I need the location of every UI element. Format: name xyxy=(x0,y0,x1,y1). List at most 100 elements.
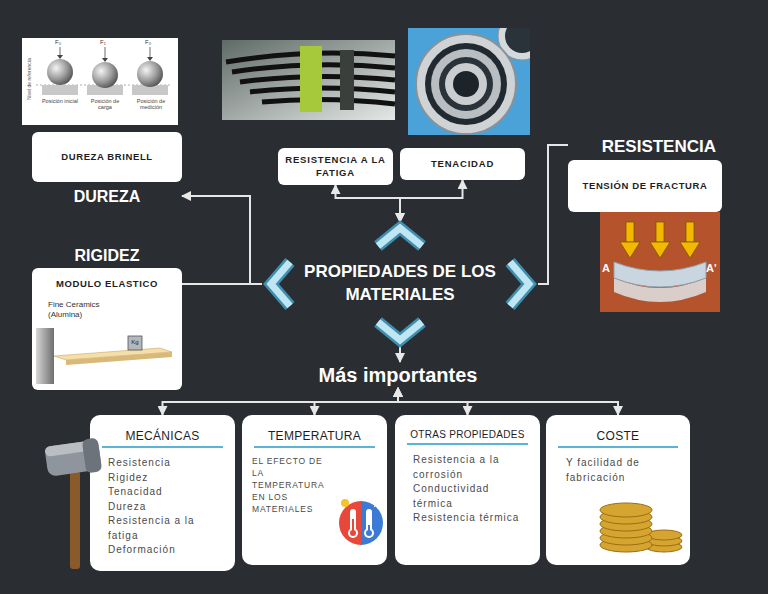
bending-fracture-figure-part xyxy=(620,222,700,258)
box-note: Fine Ceramics (Alumina) xyxy=(48,300,110,320)
chevron-frame-part-part xyxy=(510,262,529,306)
hardness-test-figure-part xyxy=(60,47,150,59)
card-heading: COSTE xyxy=(558,429,678,448)
bending-fracture-figure-part-part xyxy=(656,222,664,242)
bending-fracture-figure-part xyxy=(614,262,706,287)
hardness-test-figure-part xyxy=(47,59,73,85)
property-box: DUREZA BRINELL DUREZA xyxy=(32,132,182,208)
category-card: MECÁNICASResistenciaRigidezTenacidadDure… xyxy=(90,415,235,571)
card-item: Resistencia xyxy=(108,456,227,471)
branch-heading: DUREZA xyxy=(32,186,182,208)
box-shape: TENSIÓN DE FRACTURA xyxy=(568,160,722,212)
figure-label: Posición de medición xyxy=(130,98,172,111)
hardness-test-figure-part-part xyxy=(105,47,106,59)
card-item: Resistencia térmica xyxy=(413,511,532,526)
thermometer-icon-part xyxy=(374,497,382,509)
branch-heading: RIGIDEZ xyxy=(32,243,182,268)
hardness-test-figure-part-part xyxy=(147,57,153,61)
hardness-test-figure-part-part xyxy=(60,47,61,56)
thermometer-icon-part xyxy=(341,499,349,507)
card-item: Dureza xyxy=(108,500,227,515)
leaf-spring-photo-part-part xyxy=(262,99,395,104)
hardness-test-figure-part xyxy=(22,38,178,125)
card-item: Deformación xyxy=(108,543,227,558)
coins-icon-part-part xyxy=(600,503,652,517)
hardness-test-figure xyxy=(22,38,178,125)
figure-label: A' xyxy=(706,262,717,275)
connector-arrow xyxy=(315,388,399,415)
bending-fracture-figure xyxy=(600,212,720,312)
chevron-frame-part-part xyxy=(378,228,422,246)
box-shape: MODULO ELASTICOFine Ceramics (Alumina) xyxy=(32,268,182,390)
bending-fracture-figure-part xyxy=(600,212,720,312)
tubes-photo-part-part xyxy=(439,57,493,111)
card-item: Tenacidad xyxy=(108,485,227,500)
box-title: RESISTENCIA A LA FATIGA xyxy=(284,154,387,179)
hardness-test-figure-part xyxy=(137,61,163,87)
thermometer-icon-part xyxy=(361,501,383,545)
chevron-frame-part xyxy=(271,228,529,340)
coins-icon-part xyxy=(600,503,682,552)
tubes-photo-part-part xyxy=(505,28,530,53)
connector-arrow xyxy=(182,283,262,285)
tubes-photo-part xyxy=(416,28,530,134)
box-title: TENACIDAD xyxy=(431,158,494,170)
figure-label: F₀ xyxy=(145,39,159,46)
category-card: OTRAS PROPIEDADESResistencia a la corros… xyxy=(395,415,540,565)
connector-arrow xyxy=(398,388,618,415)
hardness-test-figure-part-part xyxy=(102,58,108,62)
tubes-photo xyxy=(408,12,546,135)
card-item: Conductividad térmica xyxy=(413,482,532,511)
coins-icon xyxy=(592,495,684,557)
figure-label: F₁ xyxy=(100,39,114,46)
connector-arrow xyxy=(182,196,262,284)
tubes-photo-part-part xyxy=(425,43,507,125)
card-heading: MECÁNICAS xyxy=(102,429,223,448)
chevron-frame-part-part xyxy=(378,322,422,340)
bending-fracture-figure-part-part xyxy=(680,242,700,258)
cantilever-figure-part xyxy=(128,336,142,350)
tubes-photo-part-part xyxy=(416,34,516,134)
tubes-photo-part-part xyxy=(453,71,479,97)
bending-fracture-figure-part-part xyxy=(620,242,640,258)
hardness-test-figure-part xyxy=(92,62,118,88)
box-title: DUREZA BRINELL xyxy=(53,151,160,163)
leaf-spring-photo xyxy=(222,40,395,120)
figure-label: A xyxy=(602,262,610,275)
hardness-test-figure-part-part xyxy=(57,55,63,59)
chevron-frame-part-part xyxy=(510,262,529,306)
chevron-frame-part-part xyxy=(271,262,290,306)
thermometer-icon-part xyxy=(339,501,361,545)
card-item: Y facilidad de fabricación xyxy=(566,456,682,485)
card-heading: TEMPERATURA xyxy=(254,429,375,448)
thermometer-icon-part xyxy=(366,530,372,536)
connector-arrow xyxy=(538,145,568,284)
chevron-frame-part-part xyxy=(378,228,422,246)
bending-fracture-figure-part-part xyxy=(650,242,670,258)
subtopic-title: Más importantes xyxy=(300,362,496,388)
hammer-icon-part xyxy=(70,471,80,569)
figure-label: Posición de carga xyxy=(85,98,125,111)
box-shape: DUREZA BRINELL xyxy=(32,132,182,182)
chevron-frame-part xyxy=(271,228,529,340)
figure-label: Nivel de referencia xyxy=(27,58,33,100)
tubes-photo-part-part xyxy=(431,49,501,119)
property-box: TENACIDAD xyxy=(400,148,525,180)
connector-layer-part xyxy=(163,145,619,415)
cantilever-figure-part xyxy=(66,352,172,365)
thermometer-icon xyxy=(338,493,384,549)
branch-heading: RESISTENCIA xyxy=(568,133,722,160)
chevron-frame xyxy=(262,222,538,346)
thermometer-icon-part-part xyxy=(378,497,379,509)
category-card: TEMPERATURAEL EFECTO DE LA TEMPERATURA E… xyxy=(242,415,387,565)
figure-label: F₀ xyxy=(55,39,69,46)
connector-arrow xyxy=(399,346,401,362)
thermometer-icon-part xyxy=(350,530,356,536)
figure-label: Posición inicial xyxy=(40,98,80,104)
card-item: Resistencia a la fatiga xyxy=(108,514,227,543)
subtopic-label: Más importantes xyxy=(300,362,496,388)
box-title: TENSIÓN DE FRACTURA xyxy=(575,180,716,192)
card-heading: OTRAS PROPIEDADES xyxy=(407,429,528,445)
connector-arrow xyxy=(336,185,401,222)
